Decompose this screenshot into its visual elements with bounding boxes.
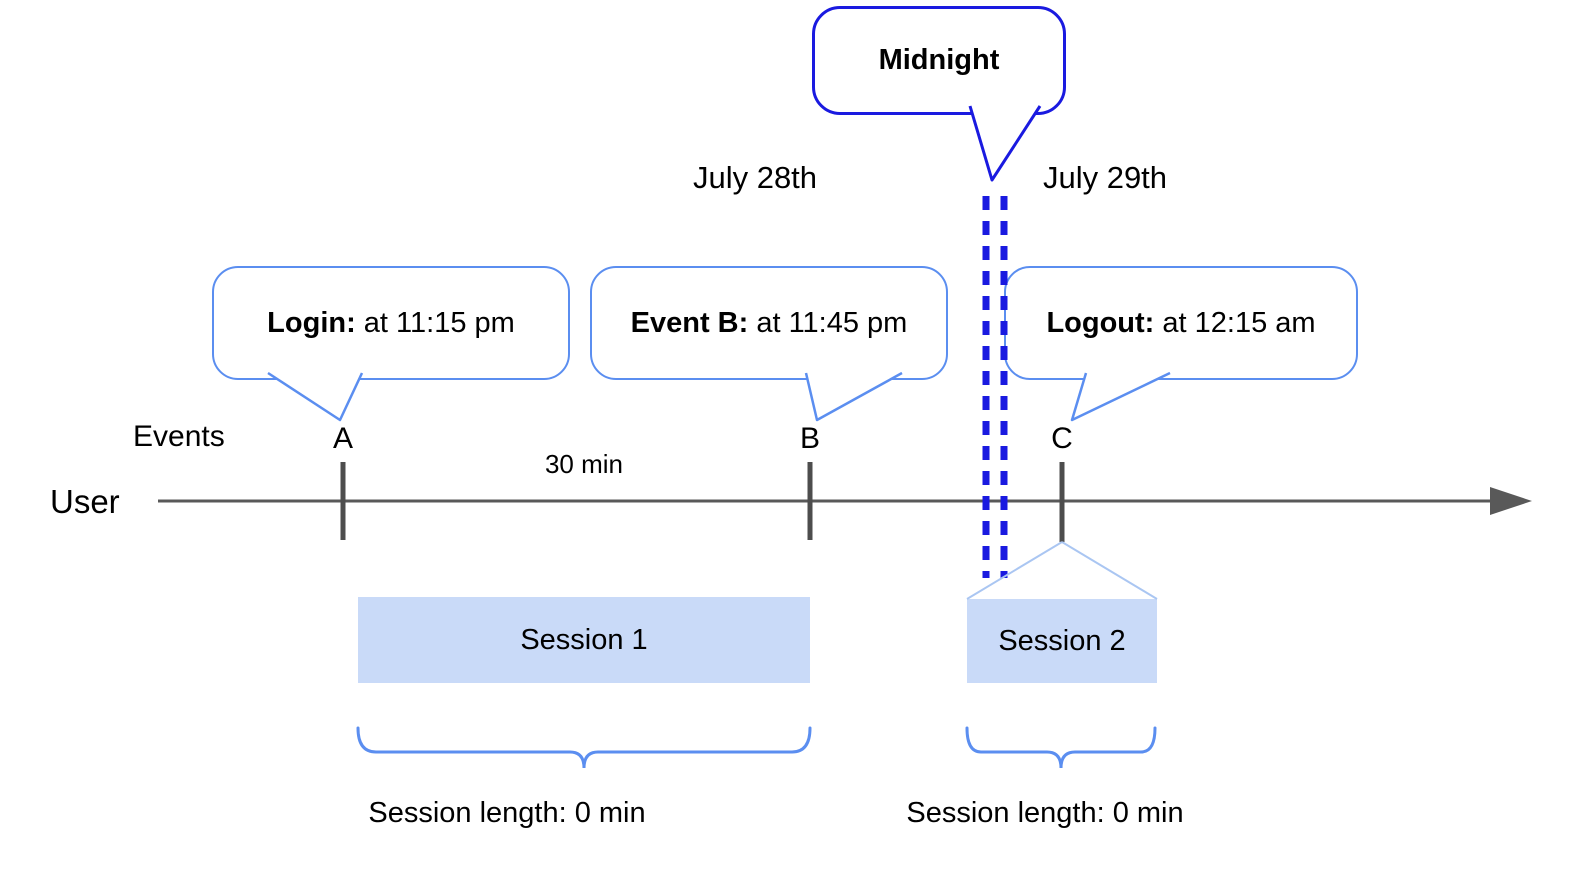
logout-callout-tail: [1070, 371, 1171, 422]
login-callout-time: at 11:15 pm: [355, 306, 515, 339]
logout-callout-bubble: Logout: at 12:15 am: [1004, 266, 1358, 380]
event-b-callout-bubble: Event B: at 11:45 pm: [590, 266, 948, 380]
events-axis-label: Events: [133, 420, 225, 453]
midnight-callout-bubble: Midnight: [812, 6, 1066, 115]
date-label-july-28: July 28th: [692, 160, 818, 195]
session-1-length-label: Session length: 0 min: [368, 797, 646, 829]
session-2-box: Session 2: [967, 599, 1157, 683]
login-callout-tail: [267, 371, 364, 422]
login-callout-bubble: Login: at 11:15 pm: [212, 266, 570, 380]
session-2-connector-left: [966, 541, 1063, 600]
event-marker-a: A: [332, 422, 354, 455]
event-b-callout-time: at 11:45 pm: [748, 306, 908, 339]
interval-30min-label: 30 min: [544, 449, 624, 479]
session-2-brace: [965, 726, 1157, 769]
session-2-length-label: Session length: 0 min: [906, 797, 1184, 829]
user-axis-label: User: [50, 483, 120, 520]
midnight-label: Midnight: [878, 44, 1000, 76]
logout-callout-title: Logout:: [1046, 306, 1155, 339]
session-1-brace: [356, 726, 812, 769]
event-b-callout-title: Event B:: [630, 306, 749, 339]
session-2-label: Session 2: [998, 624, 1126, 657]
midnight-callout-tail: [968, 105, 1042, 182]
session-1-label: Session 1: [520, 623, 648, 656]
logout-callout-time: at 12:15 am: [1154, 306, 1316, 339]
session-2-connector-right: [1061, 541, 1158, 600]
event-b-callout-tail: [804, 371, 903, 422]
date-label-july-29: July 29th: [1042, 160, 1168, 195]
event-marker-b: B: [799, 422, 821, 455]
session-1-box: Session 1: [358, 597, 810, 683]
timeline-arrowhead-icon: [1490, 487, 1532, 515]
event-marker-c: C: [1051, 422, 1073, 455]
login-callout-title: Login:: [267, 306, 356, 339]
